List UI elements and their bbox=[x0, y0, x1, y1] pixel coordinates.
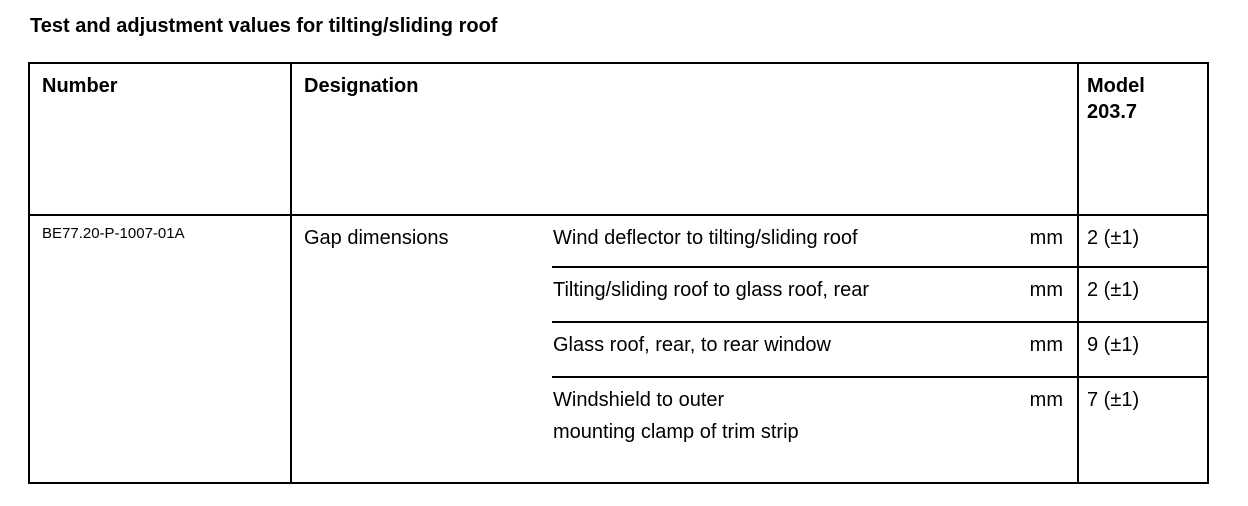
unit-label: mm bbox=[1029, 334, 1063, 356]
designation-group-cell: Gap dimensions bbox=[304, 227, 449, 249]
description-text: Wind deflector to tilting/sliding roof bbox=[553, 227, 858, 249]
spec-row-value: 2 (±1) bbox=[1077, 268, 1207, 323]
spec-row-description: Windshield to outer mounting clamp of tr… bbox=[552, 378, 1077, 482]
spec-table: Number Designation Model 203.7 BE77.20-P… bbox=[28, 62, 1209, 484]
description-text: Tilting/sliding roof to glass roof, rear bbox=[553, 279, 870, 301]
column-header-model: Model 203.7 bbox=[1077, 64, 1207, 216]
spec-row-value: 9 (±1) bbox=[1077, 323, 1207, 378]
spec-row-value: 7 (±1) bbox=[1077, 378, 1207, 482]
unit-label: mm bbox=[1029, 227, 1063, 249]
spec-row-description: Tilting/sliding roof to glass roof, rear… bbox=[552, 268, 1077, 323]
description-text: Windshield to outer mounting clamp of tr… bbox=[553, 389, 799, 443]
spec-row-value: 2 (±1) bbox=[1077, 216, 1207, 268]
unit-label: mm bbox=[1029, 279, 1063, 301]
spec-row-description: Glass roof, rear, to rear window mm bbox=[552, 323, 1077, 378]
unit-label: mm bbox=[1029, 389, 1063, 411]
description-text: Glass roof, rear, to rear window bbox=[553, 334, 831, 356]
spec-number-cell: BE77.20-P-1007-01A bbox=[30, 216, 292, 482]
page-title: Test and adjustment values for tilting/s… bbox=[30, 15, 498, 37]
spec-row-description: Wind deflector to tilting/sliding roof m… bbox=[552, 216, 1077, 268]
column-header-number: Number bbox=[30, 64, 292, 216]
column-header-designation: Designation bbox=[292, 64, 1077, 216]
